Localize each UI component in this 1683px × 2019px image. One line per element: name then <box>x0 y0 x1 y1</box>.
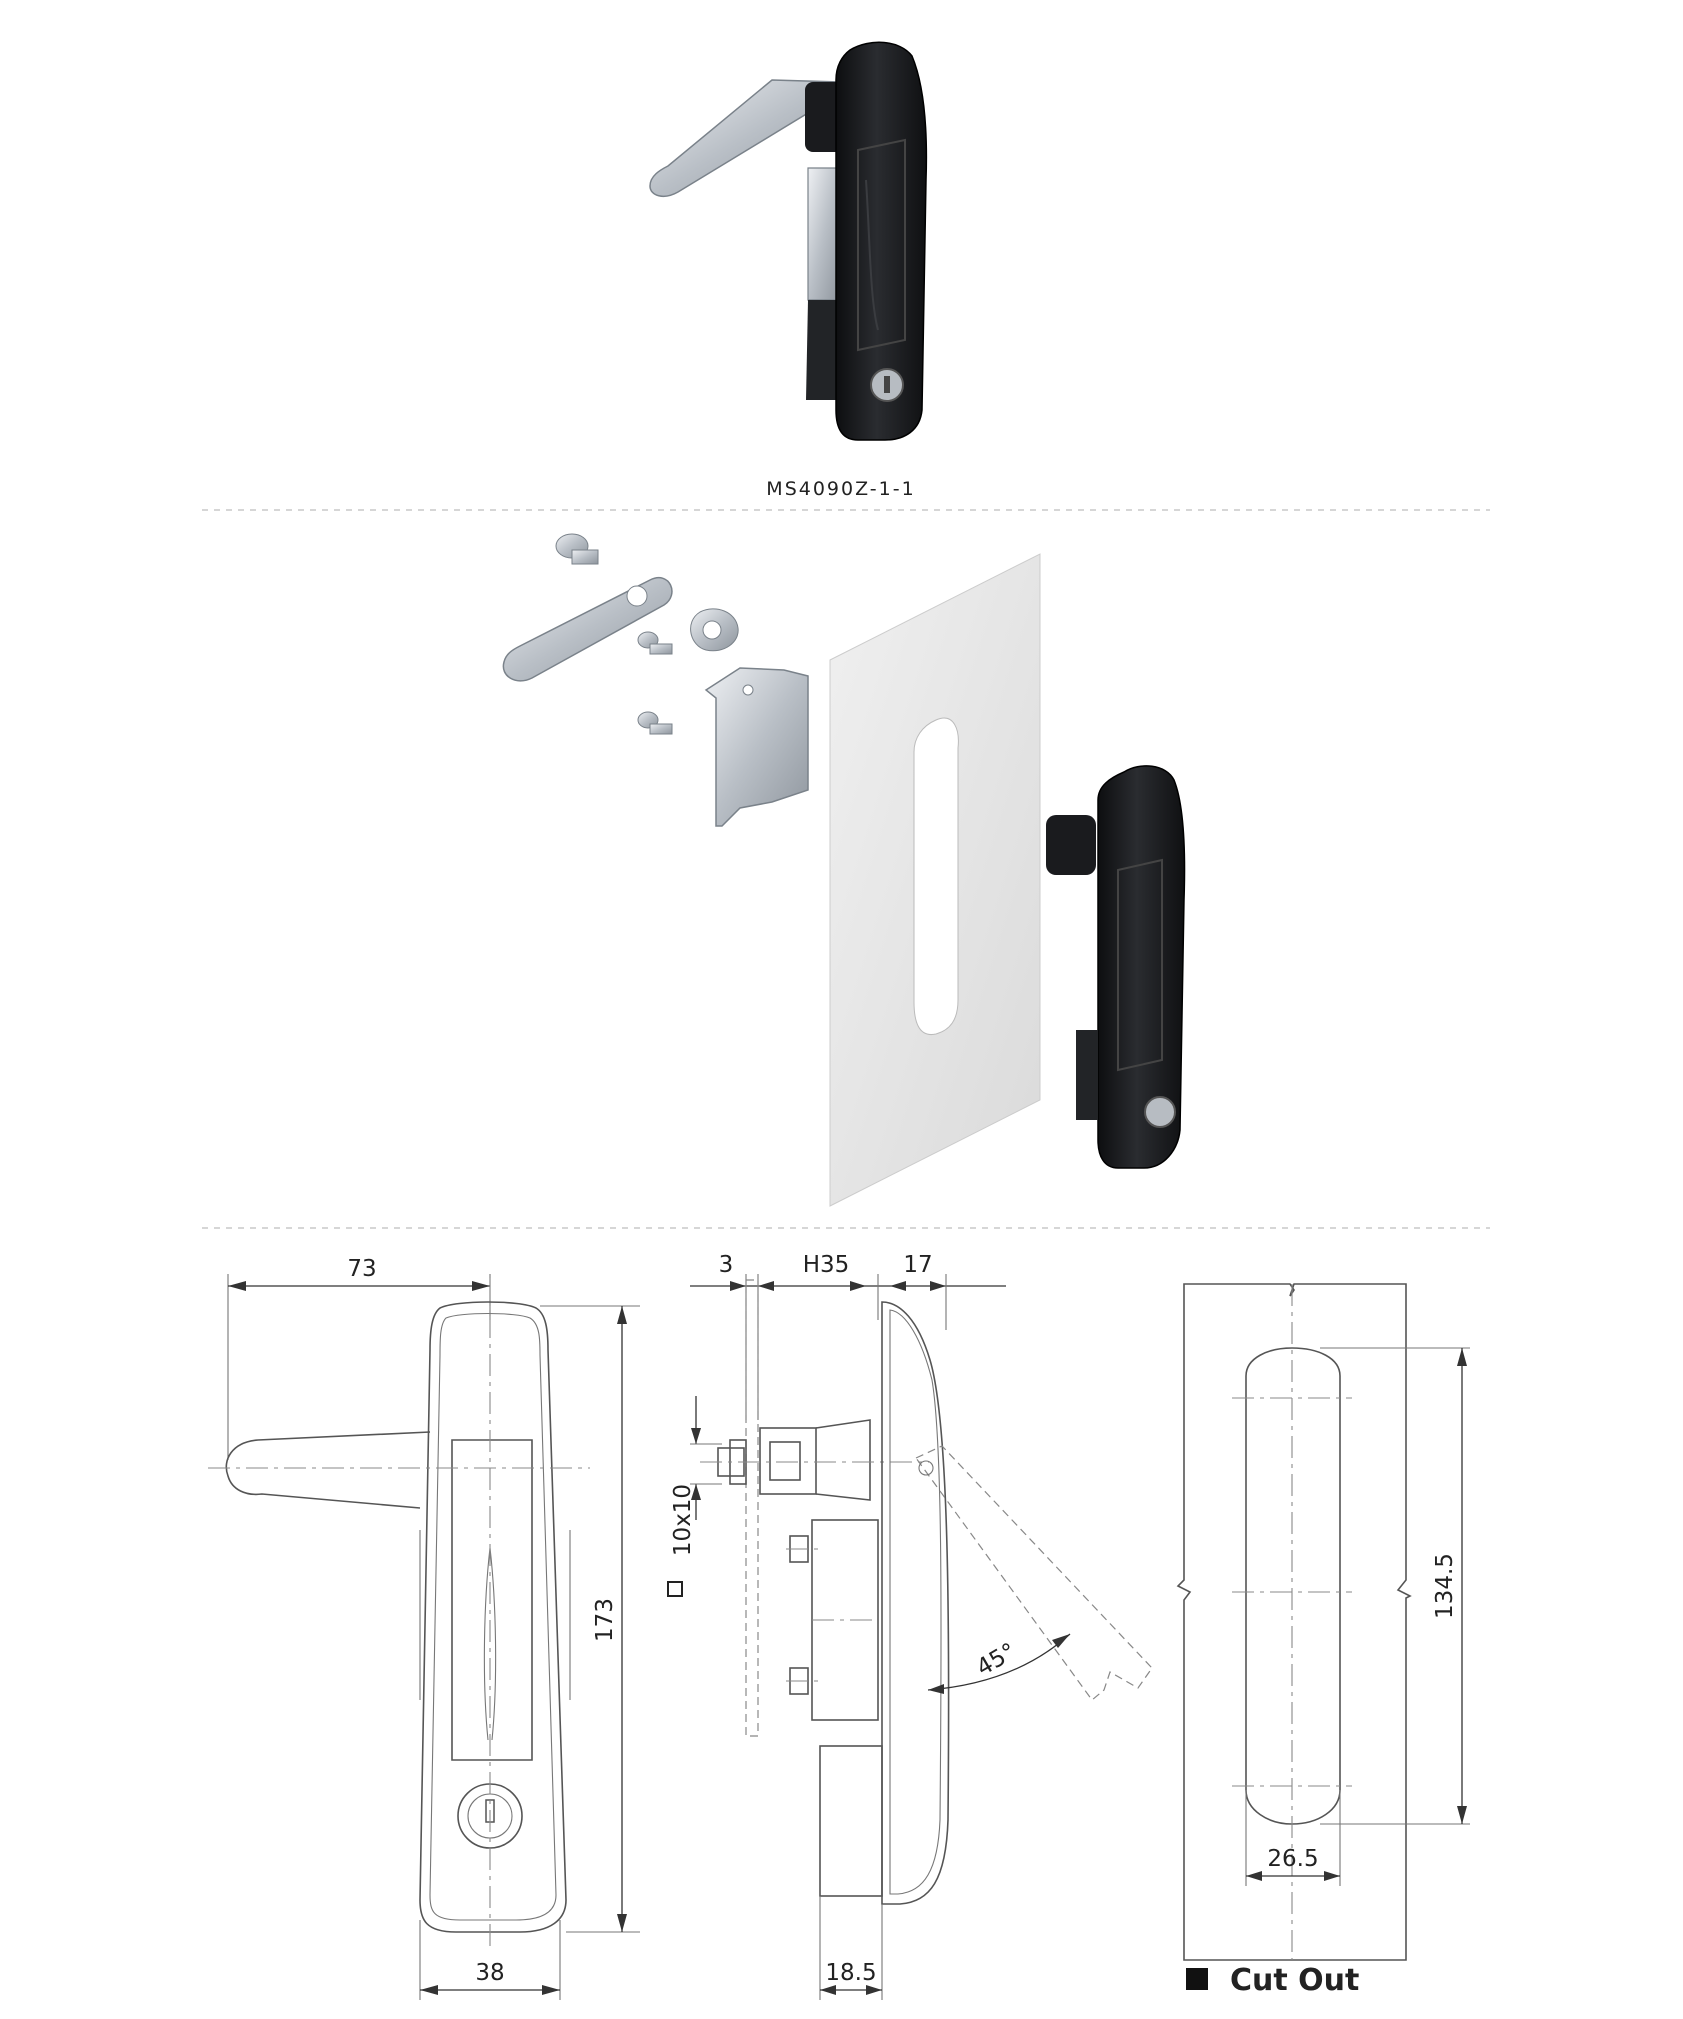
door-panel <box>829 553 1041 1207</box>
washer-part <box>690 608 739 652</box>
side-view-drawing: 3 H35 17 45° 10x10 <box>667 1252 1153 2000</box>
cutout-height-dimension: 134.5 <box>1432 1553 1458 1619</box>
front-view-drawing: 73 173 38 <box>208 1256 640 2000</box>
bottom-width-dimension: 38 <box>475 1960 504 1986</box>
cutout-width-dimension: 26.5 <box>1267 1846 1318 1872</box>
bottom-depth-dimension: 18.5 <box>825 1960 876 1986</box>
screw-part <box>637 631 673 655</box>
square-dimension: 10x10 <box>670 1484 696 1556</box>
height-dimension: 173 <box>592 1598 618 1642</box>
screw-part <box>555 533 599 565</box>
angle-dimension: 45° <box>972 1638 1020 1681</box>
width-dimension: 73 <box>347 1256 376 1282</box>
panel-thickness-dimension: 3 <box>719 1252 734 1278</box>
exploded-view <box>502 533 1186 1207</box>
handle-part <box>1046 765 1186 1169</box>
bracket-part <box>704 667 809 827</box>
h35-dimension: H35 <box>803 1252 850 1278</box>
cutout-view-drawing: 134.5 26.5 <box>1176 1283 1470 1961</box>
model-caption: MS4090Z-1-1 <box>766 478 915 500</box>
depth-dimension: 17 <box>903 1252 932 1278</box>
screw-part <box>637 711 673 735</box>
product-photo <box>649 41 928 441</box>
legend-label: Cut Out <box>1230 1963 1359 1998</box>
legend-swatch <box>1186 1968 1208 1990</box>
